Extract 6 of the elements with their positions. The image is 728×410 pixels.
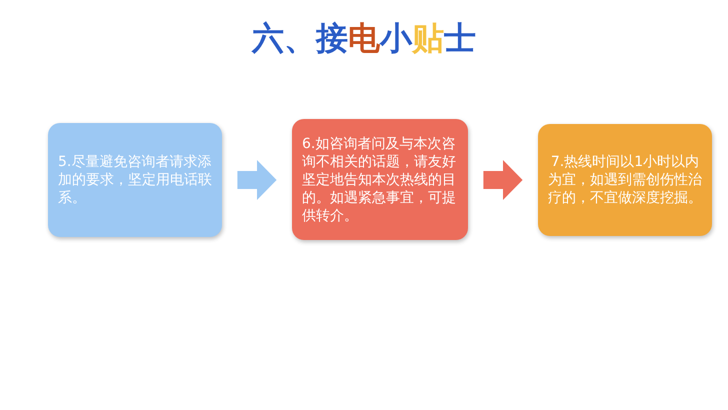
arrow — [237, 160, 277, 200]
arrow — [483, 160, 523, 200]
tip-box: 6.如咨询者问及与本次咨询不相关的话题，请友好坚定地告知本次热线的目的。如遇紧急事宜，可提供转介。 — [292, 119, 468, 240]
tip-box: 7.热线时间以1小时以内为宜，如遇到需创伤性治疗的，不宜做深度挖掘。 — [538, 124, 712, 236]
tip-box: 5.尽量避免咨询者请求添加的要求，坚定用电话联系。 — [48, 123, 222, 237]
title: 六、接电小贴士 — [250, 18, 477, 58]
